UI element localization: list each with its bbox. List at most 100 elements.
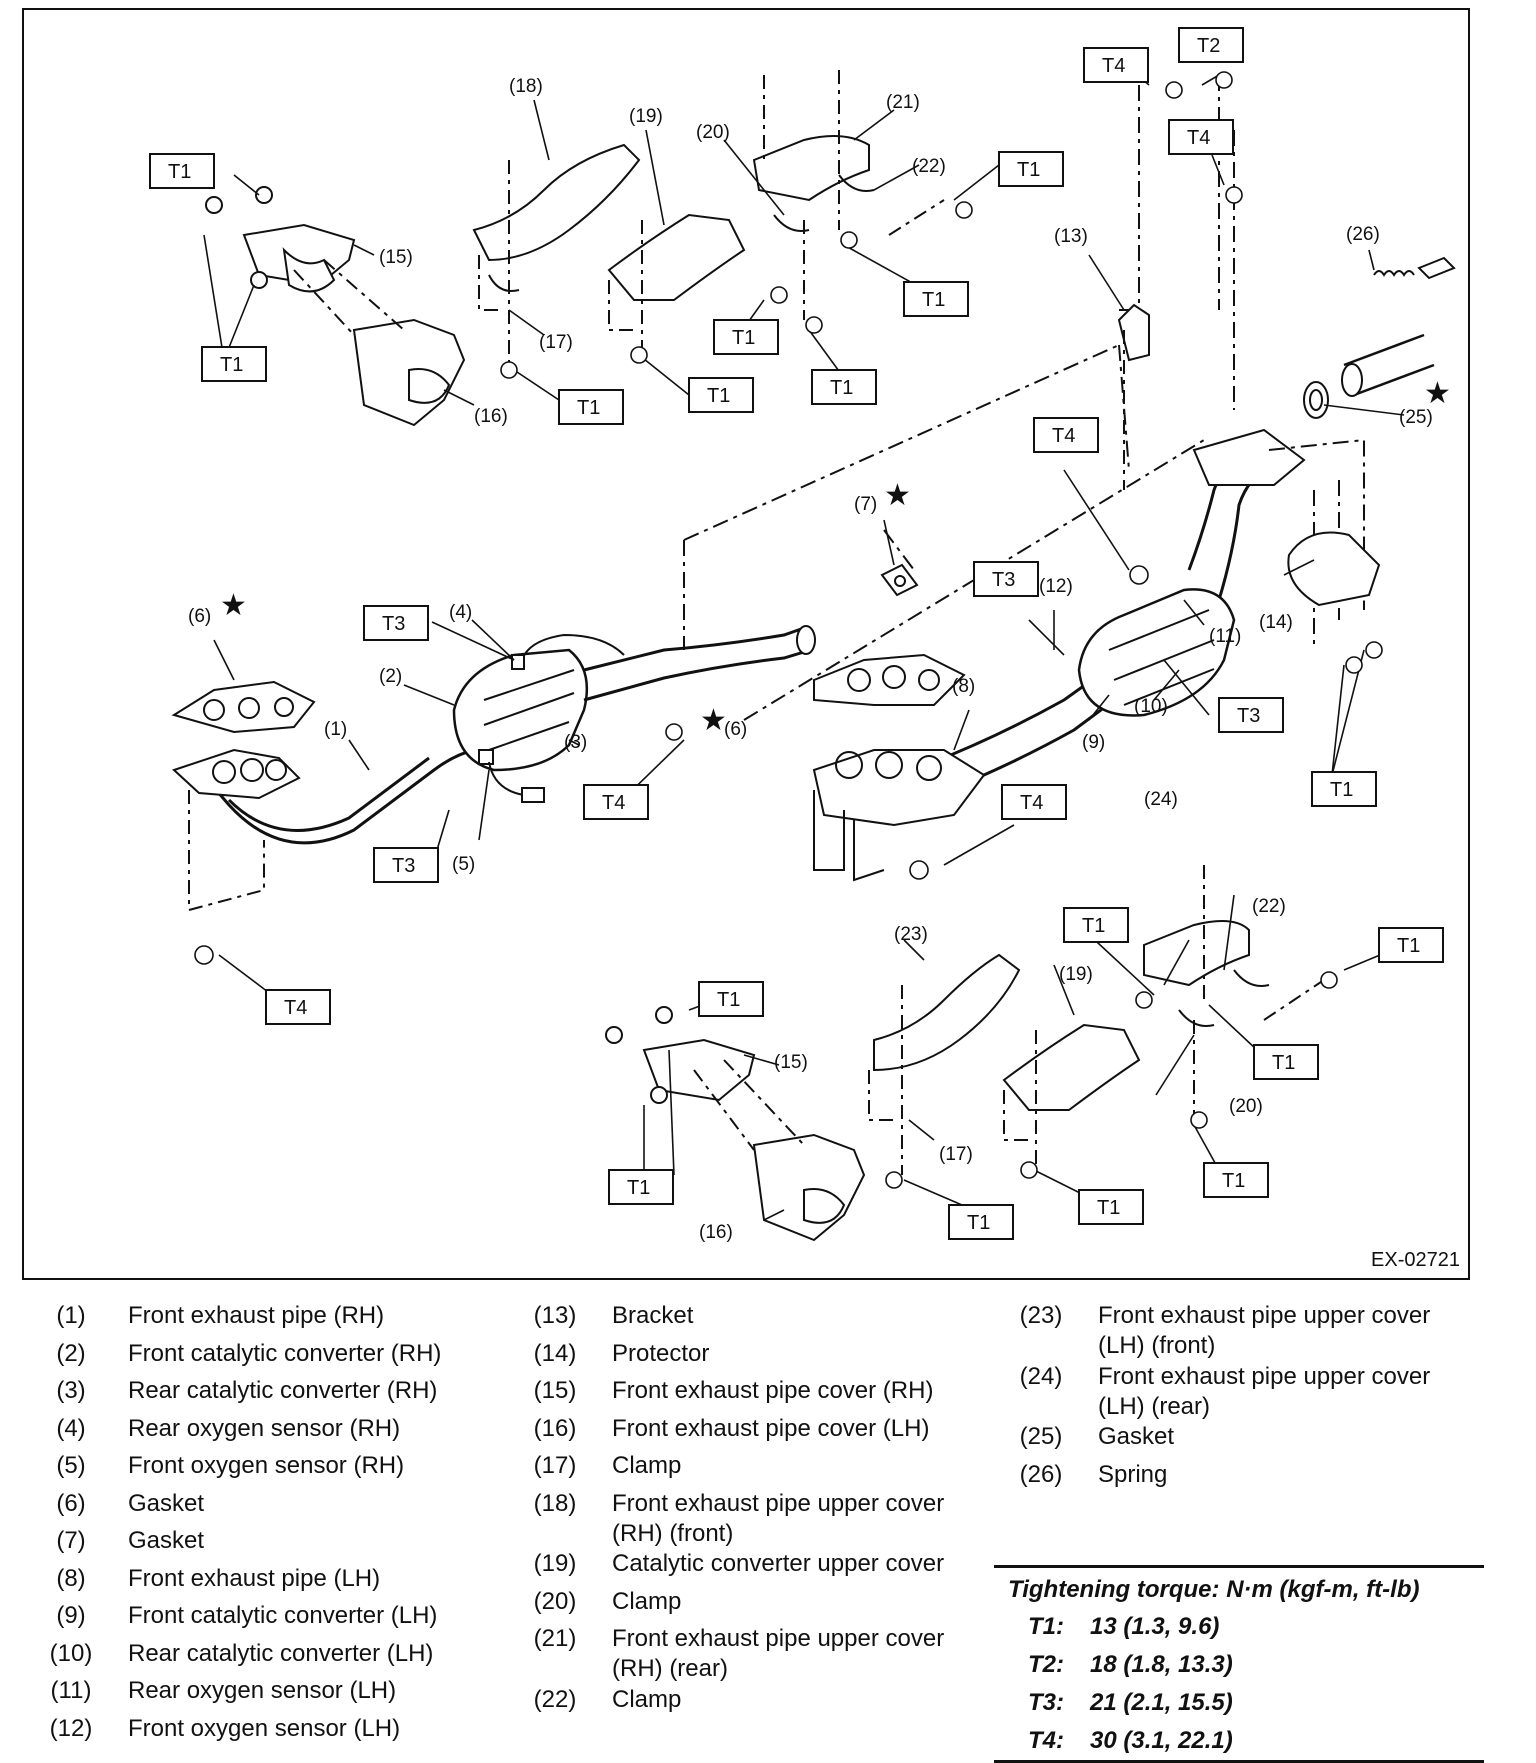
legend-number: (15) (533, 1377, 577, 1404)
legend-number: (12) (49, 1714, 93, 1742)
torque-box-t1: T1 (688, 377, 754, 413)
covers-lh-lower (605, 1006, 866, 1242)
legend-number: (22) (533, 1685, 577, 1713)
torque-label: T1 (1272, 1052, 1295, 1074)
catalytic-converter-rh (452, 625, 816, 772)
torque-label: T4 (284, 997, 307, 1019)
legend-number: (24) (1019, 1362, 1063, 1390)
callout-16-lower: (16) (699, 1222, 733, 1243)
legend-text: Catalytic converter upper cover (612, 1550, 945, 1577)
callout-6-rh: (6) (188, 606, 211, 627)
front-exhaust-pipe-rh (172, 748, 475, 912)
legend-text: Front exhaust pipe (LH) (128, 1564, 381, 1592)
nut-icon (1215, 71, 1233, 89)
torque-label: T3 (382, 613, 405, 635)
torque-label: T1 (1097, 1197, 1120, 1219)
legend-text: Clamp (612, 1452, 682, 1479)
torque-box-t4: T4 (1168, 119, 1234, 155)
legend-text: Front catalytic converter (LH) (128, 1602, 438, 1629)
callout-2: (2) (379, 666, 402, 687)
legend-text: Front catalytic converter (RH) (128, 1339, 442, 1367)
legend-text: Spring (1098, 1460, 1168, 1488)
cover-19 (607, 213, 746, 350)
cover-19-lower (1002, 1023, 1141, 1165)
nut-icon (194, 945, 214, 965)
callout-15-upper: (15) (379, 247, 413, 268)
legend-number: (18) (533, 1489, 577, 1517)
torque-box-t1: T1 (1378, 927, 1444, 963)
nut-icon (1129, 565, 1149, 585)
star-icon: ★ (884, 479, 911, 512)
legend-number: (11) (50, 1677, 92, 1704)
legend-text: Gasket (1098, 1423, 1175, 1450)
callout-24: (24) (1144, 789, 1178, 810)
legend-number: (3) (56, 1377, 86, 1404)
legend-text-continued: (LH) (rear) (1098, 1392, 1210, 1420)
callout-14: (14) (1259, 612, 1293, 633)
legend-text: Clamp (612, 1685, 682, 1713)
legend-text: Clamp (612, 1587, 682, 1615)
callout-25: (25) (1399, 407, 1433, 428)
legend-text: Front exhaust pipe cover (LH) (612, 1414, 930, 1442)
protector-14 (1287, 531, 1381, 607)
torque-value: 21 (2.1, 15.5) (1090, 1689, 1233, 1716)
callout-20-lower: (20) (1229, 1096, 1263, 1117)
nut-icon (955, 201, 973, 219)
legend-number: (17) (533, 1452, 577, 1479)
legend-number: (16) (533, 1414, 577, 1442)
torque-box-t4: T4 (583, 784, 649, 820)
torque-label: T1 (1082, 915, 1105, 937)
callout-17-lower: (17) (939, 1144, 973, 1165)
torque-rule-top (994, 1565, 1484, 1568)
bracket-13 (1117, 303, 1150, 490)
callout-numbers: (1) (2) (3) (4) (5) (6) (6) (7) (8) (9) … (188, 76, 1433, 1243)
torque-value: 13 (1.3, 9.6) (1090, 1613, 1220, 1640)
diagram-drawing: ★ ★ ★ ★ (149, 27, 1456, 1243)
callout-18: (18) (509, 76, 543, 97)
spring-26-gasket-25 (1303, 256, 1456, 419)
torque-box-t1: T1 (558, 389, 624, 425)
star-icon: ★ (220, 589, 247, 622)
nut-icon (1365, 641, 1383, 659)
engine-flange-lh (812, 749, 986, 882)
torque-box-t1: T1 (903, 281, 969, 317)
nut-icon (500, 361, 518, 379)
callout-22-upper: (22) (912, 156, 946, 177)
nut-icon (1225, 186, 1243, 204)
torque-key: T2: (1028, 1651, 1064, 1678)
callout-9: (9) (1082, 732, 1105, 753)
torque-label: T1 (717, 989, 740, 1011)
torque-label: T3 (1237, 705, 1260, 727)
nut-icon (909, 860, 929, 880)
torque-label: T1 (830, 377, 853, 399)
callout-19-lower: (19) (1059, 964, 1093, 985)
torque-box-t1: T1 (1063, 907, 1129, 943)
torque-box-t4: T4 (265, 989, 331, 1025)
torque-row: T2: 18 (1.8, 13.3) (994, 1646, 1484, 1684)
torque-label: T3 (392, 855, 415, 877)
callout-17-upper: (17) (539, 332, 573, 353)
torque-value: 18 (1.8, 13.3) (1090, 1651, 1233, 1678)
callout-4: (4) (449, 602, 472, 623)
torque-label: T4 (1020, 792, 1043, 814)
legend-number: (19) (533, 1550, 577, 1577)
torque-box-t1: T1 (1203, 1162, 1269, 1198)
legend-text-continued: (RH) (rear) (612, 1655, 728, 1682)
nut-icon (630, 346, 648, 364)
torque-box-t3: T3 (373, 847, 439, 883)
torque-key: T1: (1028, 1613, 1064, 1640)
star-icon: ★ (700, 704, 727, 737)
torque-label: T1 (922, 289, 945, 311)
legend-text: Rear catalytic converter (LH) (128, 1639, 434, 1667)
callout-11: (11) (1209, 626, 1241, 647)
clamps-lower (1143, 865, 1325, 1120)
legend-text: Front exhaust pipe upper cover (1098, 1362, 1431, 1390)
star-icon: ★ (1424, 377, 1451, 410)
callout-7: (7) (854, 494, 877, 515)
legend-number: (1) (56, 1302, 86, 1329)
callout-8: (8) (952, 676, 975, 697)
legend-number: (13) (533, 1302, 577, 1329)
legend-text-continued: (RH) (front) (612, 1519, 734, 1547)
torque-box-t2: T2 (1178, 27, 1244, 63)
nut-icon (885, 1171, 903, 1189)
